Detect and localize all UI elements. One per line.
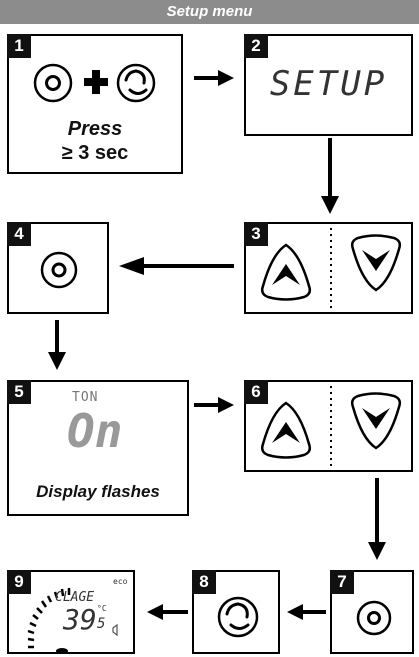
arrow-keys-graphic: [260, 386, 402, 468]
temperature-main: 39: [63, 603, 97, 636]
step-number: 9: [7, 570, 31, 594]
arrow-7-to-8: [287, 604, 326, 620]
step-1-box: 1 Press ≥ 3 sec: [7, 34, 183, 174]
fan-button-icon: [217, 596, 259, 638]
step-number: 3: [244, 222, 268, 246]
step-3-box: 3: [244, 222, 413, 314]
arrow-keys-graphic: [260, 228, 402, 310]
key-combination-graphic: [33, 63, 156, 103]
step-4-box: 4: [7, 222, 109, 314]
menu-title: Setup menu: [0, 0, 419, 24]
arrow-5-to-6: [194, 397, 234, 413]
fan-button-icon: [116, 63, 156, 103]
eco-label: eco: [113, 577, 128, 586]
arrow-3-to-4: [119, 257, 234, 275]
step-number: 5: [7, 380, 31, 404]
circle-button-icon: [40, 251, 78, 289]
up-key-icon: [260, 243, 312, 301]
step-5-box: 5 TON On Display flashes: [7, 380, 189, 516]
step-number: 2: [244, 34, 268, 58]
level-gauge-icon: [27, 588, 71, 649]
step-number: 6: [244, 380, 268, 404]
arrow-8-to-9: [147, 604, 188, 620]
temperature-decimal: 5: [97, 616, 106, 632]
power-indicator-dot: [56, 648, 68, 652]
step-2-box: 2 SETUP: [244, 34, 413, 136]
up-key-icon: [260, 401, 312, 459]
arrow-4-to-5: [48, 320, 66, 370]
step-number: 7: [330, 570, 354, 594]
temperature-unit: °C: [97, 604, 107, 613]
display-label-ton: TON: [72, 390, 99, 405]
step-8-box: 8: [192, 570, 280, 654]
down-key-icon: [350, 234, 402, 292]
circle-button-icon: [33, 63, 73, 103]
arrow-1-to-2: [194, 70, 234, 86]
step-number: 4: [7, 222, 31, 246]
step-6-box: 6: [244, 380, 413, 472]
setup-display-text: SETUP: [269, 64, 388, 104]
duration-caption: ≥ 3 sec: [61, 142, 129, 164]
circle-button-icon: [356, 600, 392, 636]
display-value-on: On: [67, 404, 123, 458]
step-number: 1: [7, 34, 31, 58]
step-9-box: 9 eco CLAGE 39 5 °C: [7, 570, 135, 654]
display-mode-text: CLAGE: [55, 590, 95, 605]
arrow-6-to-7: [368, 478, 386, 560]
plus-icon: [84, 70, 108, 94]
step-7-box: 7: [330, 570, 414, 654]
speaker-icon: [112, 623, 118, 637]
press-caption: Press: [67, 118, 123, 140]
down-key-icon: [350, 392, 402, 450]
step-number: 8: [192, 570, 216, 594]
display-flashes-caption: Display flashes: [36, 482, 160, 501]
device-lcd-graphic: [27, 588, 118, 652]
arrow-2-to-3: [321, 138, 339, 214]
